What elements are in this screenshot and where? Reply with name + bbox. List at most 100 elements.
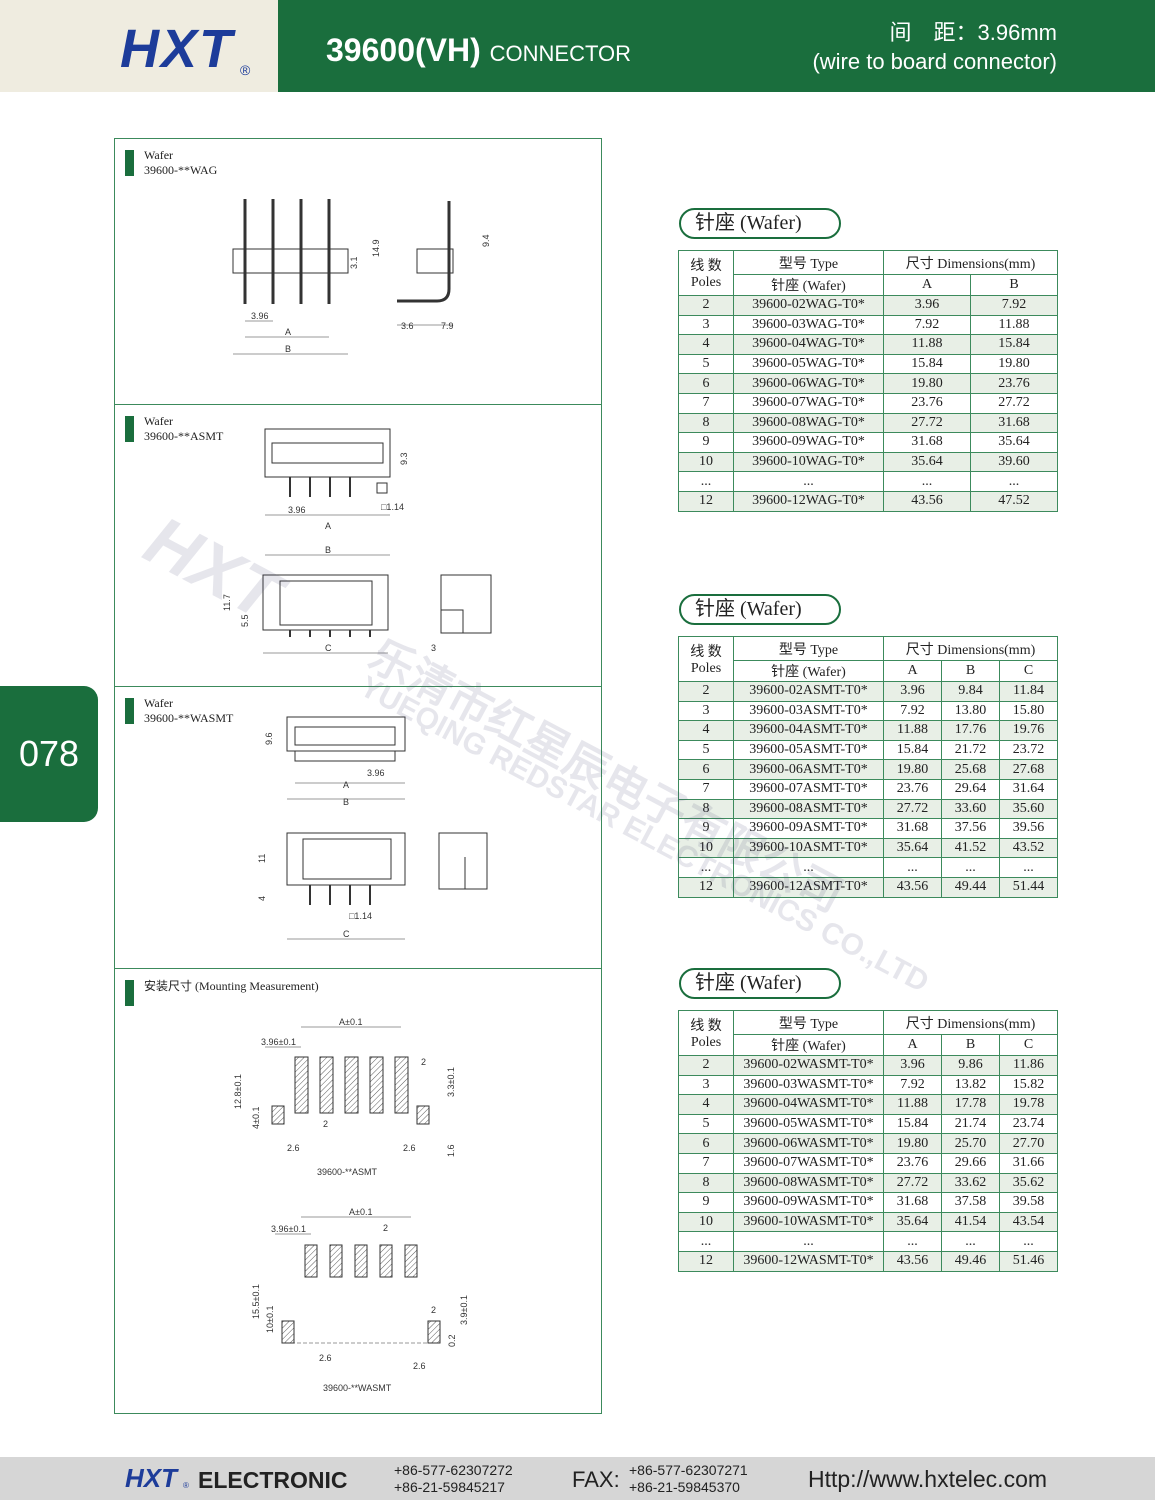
type-cell: 39600-06WASMT-T0*	[733, 1133, 884, 1154]
type-cell: 39600-09WASMT-T0*	[733, 1192, 884, 1213]
drawing-caption: 39600-**ASMT	[317, 1167, 378, 1177]
table-row: ...............	[678, 857, 1058, 878]
type-cell: ...	[733, 857, 884, 878]
dimension-cell: 15.80	[999, 700, 1058, 722]
dimension-cell: 31.68	[883, 432, 971, 453]
poles-cell: 6	[678, 759, 734, 780]
column-header-a: A	[883, 274, 971, 296]
dim-label: 1.6	[446, 1144, 456, 1157]
wag-drawing: 3.96 A B 3.1 14.9 9.4 3.6 7.9	[232, 199, 491, 355]
dimension-cell: 11.88	[883, 334, 971, 355]
registered-mark: ®	[240, 62, 251, 78]
dimension-cell: 3.96	[883, 681, 942, 702]
dimension-cell: 19.80	[883, 373, 971, 394]
dim-label: 3.96	[251, 311, 269, 321]
poles-cell: 7	[678, 778, 734, 800]
dimension-cell: 25.70	[941, 1133, 1000, 1154]
dimension-cell: 19.80	[883, 759, 942, 780]
poles-header-cn: 线 数	[690, 259, 722, 274]
poles-cell: 3	[678, 314, 734, 336]
dimension-cell: 7.92	[883, 700, 942, 722]
type-cell: 39600-02WAG-T0*	[733, 295, 884, 316]
type-cell: 39600-05ASMT-T0*	[733, 739, 884, 761]
footer-phones: +86-577-62307272+86-21-59845217	[394, 1462, 513, 1496]
poles-cell: 6	[678, 373, 734, 394]
type-cell: 39600-03WAG-T0*	[733, 314, 884, 336]
footer-logo: HXT	[125, 1463, 177, 1493]
website-link[interactable]: Http://www.hxtelec.com	[808, 1466, 1048, 1492]
dimensions-header: 尺寸 Dimensions(mm)	[883, 250, 1058, 275]
dimension-cell: 11.86	[999, 1055, 1058, 1076]
dimension-cell: ...	[999, 857, 1058, 878]
dimension-cell: 49.46	[941, 1250, 1000, 1272]
dim-label: 0.2	[447, 1334, 457, 1347]
section-marker	[125, 698, 134, 724]
dimension-cell: 23.76	[883, 392, 971, 414]
type-cell: 39600-12ASMT-T0*	[733, 876, 884, 898]
asmt-drawing: 9.3 3.96 □1.14 A B 11.7 5.5 C 3	[222, 428, 492, 654]
dimension-cell: 23.76	[883, 778, 942, 800]
dim-label: 4±0.1	[251, 1107, 261, 1129]
section-part: 39600-**WAG	[144, 163, 218, 177]
type-cell: 39600-10WASMT-T0*	[733, 1211, 884, 1233]
dimension-cell: 23.76	[883, 1152, 942, 1174]
poles-cell: 10	[678, 1211, 734, 1233]
type-cell: 39600-09ASMT-T0*	[733, 818, 884, 839]
dimensions-header: 尺寸 Dimensions(mm)	[883, 1010, 1058, 1035]
dim-label: 9.4	[481, 234, 491, 247]
section-mounting: 安装尺寸 (Mounting Measurement) A±0.1 3.96±0…	[115, 969, 601, 1413]
poles-cell: 2	[678, 1055, 734, 1076]
poles-header-cn: 线 数	[690, 645, 722, 660]
dimension-cell: 33.62	[941, 1172, 1000, 1194]
page-number-tab: 078	[0, 686, 98, 822]
dim-label: B	[285, 344, 291, 354]
dim-label: 5.5	[240, 614, 250, 627]
dimension-cell: 35.62	[999, 1172, 1058, 1194]
phone-1: +86-577-62307272	[394, 1462, 513, 1478]
dim-label: 2	[431, 1305, 436, 1315]
dimension-cell: 15.82	[999, 1074, 1058, 1096]
dimension-cell: 27.72	[883, 412, 971, 434]
dim-label: □1.14	[349, 911, 372, 921]
poles-cell: 3	[678, 700, 734, 722]
dimension-cell: 13.80	[941, 700, 1000, 722]
dimension-cell: 15.84	[970, 334, 1058, 355]
dim-label: C	[343, 929, 350, 939]
section-label: 安装尺寸 (Mounting Measurement)	[144, 979, 319, 993]
dimension-cell: 11.88	[970, 314, 1058, 336]
type-cell: 39600-07ASMT-T0*	[733, 778, 884, 800]
type-cell: 39600-08WAG-T0*	[733, 412, 884, 434]
poles-cell: 8	[678, 1172, 734, 1194]
dimension-cell: 9.86	[941, 1055, 1000, 1076]
phone-2: +86-21-59845217	[394, 1479, 505, 1495]
dimension-cell: 27.72	[883, 798, 942, 820]
wasmt-drawing: 9.6 3.96 A B 11 4 □1.14 C	[257, 716, 488, 940]
type-cell: 39600-12WAG-T0*	[733, 490, 884, 512]
table-title-wag: 针座 (Wafer)	[679, 208, 841, 239]
dimension-cell: 51.44	[999, 876, 1058, 898]
dim-label: 2.6	[287, 1143, 300, 1153]
column-header-b: B	[970, 274, 1058, 296]
dimension-cell: 49.44	[941, 876, 1000, 898]
dim-label: 15.5±0.1	[251, 1284, 261, 1319]
dimension-cell: 39.60	[970, 451, 1058, 473]
dimension-cell: 19.80	[883, 1133, 942, 1154]
dim-label: 3.96±0.1	[271, 1224, 306, 1234]
section-marker	[125, 416, 134, 442]
dimension-cell: 19.80	[970, 353, 1058, 375]
dimension-cell: 39.56	[999, 818, 1058, 839]
type-cell: 39600-09WAG-T0*	[733, 432, 884, 453]
dim-label: 2	[323, 1119, 328, 1129]
dimension-cell: 51.46	[999, 1250, 1058, 1272]
